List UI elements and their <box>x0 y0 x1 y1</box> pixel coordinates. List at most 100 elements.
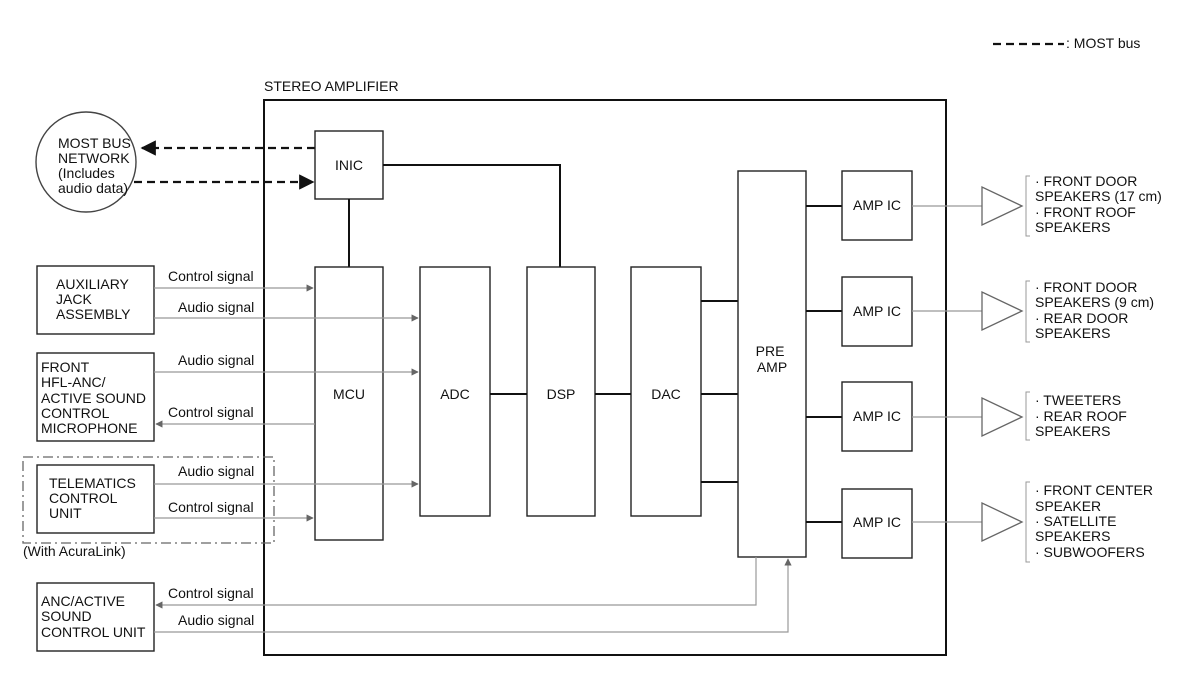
anc-unit-label: ANC/ACTIVE SOUND CONTROL UNIT <box>41 593 146 640</box>
speaker-2-label: · FRONT DOOR SPEAKERS (9 cm) · REAR DOOR… <box>1035 279 1158 341</box>
inic-label: INIC <box>335 157 363 173</box>
speaker-1-line-1: · FRONT DOOR <box>1035 173 1137 189</box>
adc-block <box>419 266 491 517</box>
speaker-1-line-3: · FRONT ROOF <box>1035 204 1136 220</box>
mic-line-1: FRONT <box>41 359 90 375</box>
mcu-label: MCU <box>333 386 365 402</box>
speaker-3-line-2: · REAR ROOF <box>1035 408 1127 424</box>
amp-ic-3: AMP IC <box>806 381 913 452</box>
aux-line-3: ASSEMBLY <box>56 306 131 322</box>
speaker-2-line-4: SPEAKERS <box>1035 325 1110 341</box>
dsp-label: DSP <box>547 386 576 402</box>
speaker-4-bracket <box>1025 481 1030 563</box>
telematics-control-signal-label: Control signal <box>168 499 254 515</box>
telematics-unit-box <box>36 464 155 534</box>
speaker-2-line-1: · FRONT DOOR <box>1035 279 1137 295</box>
speaker-4-line-1: · FRONT CENTER <box>1035 482 1153 498</box>
aux-line-2: JACK <box>56 291 92 307</box>
amp-ic-4: AMP IC <box>806 488 913 559</box>
speaker-1-bracket <box>1025 175 1030 237</box>
most-network-line-1: MOST BUS <box>58 135 131 151</box>
speaker-1-label: · FRONT DOOR SPEAKERS (17 cm) · FRONT RO… <box>1035 173 1166 235</box>
dsp-block <box>526 266 596 517</box>
preamp-label: PRE AMP <box>756 343 789 375</box>
amplifier-title: STEREO AMPLIFIER <box>264 78 399 94</box>
amp-ic-1: AMP IC <box>806 170 913 241</box>
amp-ic-2-block <box>841 276 913 347</box>
speaker-4-line-4: SPEAKERS <box>1035 528 1110 544</box>
adc-label: ADC <box>440 386 470 402</box>
speaker-4-line-2: SPEAKER <box>1035 498 1101 514</box>
telematics-line-3: UNIT <box>49 505 82 521</box>
amp-ic-3-label: AMP IC <box>853 408 901 424</box>
speaker-4-icon <box>981 501 1024 543</box>
mic-line-2: HFL-ANC/ <box>41 374 106 390</box>
speaker-1-line-2: SPEAKERS (17 cm) <box>1035 188 1162 204</box>
front-microphone-label: FRONT HFL-ANC/ ACTIVE SOUND CONTROL MICR… <box>41 359 150 436</box>
speaker-4-label: · FRONT CENTER SPEAKER · SATELLITE SPEAK… <box>1035 482 1157 560</box>
amp-ic-4-label: AMP IC <box>853 514 901 530</box>
dac-label: DAC <box>651 386 681 402</box>
mic-line-5: MICROPHONE <box>41 420 137 436</box>
inic-dsp-link <box>383 164 561 267</box>
telematics-note: (With AcuraLink) <box>23 543 126 559</box>
amp-ic-1-block <box>841 170 913 241</box>
mic-audio-signal-label: Audio signal <box>178 352 254 368</box>
mic-line-3: ACTIVE SOUND <box>41 390 146 406</box>
aux-line-1: AUXILIARY <box>56 276 130 292</box>
speaker-output-4: · FRONT CENTER SPEAKER · SATELLITE SPEAK… <box>912 481 1157 563</box>
telematics-line-2: CONTROL <box>49 490 118 506</box>
telematics-optional-frame <box>22 456 275 544</box>
preamp-label-line-1: PRE <box>756 343 785 359</box>
dac-block <box>630 266 702 517</box>
stereo-amplifier-box <box>263 99 947 656</box>
speaker-3-line-1: · TWEETERS <box>1035 392 1121 408</box>
most-network-line-2: NETWORK <box>58 150 130 166</box>
speaker-2-line-3: · REAR DOOR <box>1035 310 1128 326</box>
speaker-output-1: · FRONT DOOR SPEAKERS (17 cm) · FRONT RO… <box>912 173 1166 237</box>
speaker-1-line-4: SPEAKERS <box>1035 219 1110 235</box>
speaker-4-line-3: · SATELLITE <box>1035 513 1116 529</box>
speaker-4-line-5: · SUBWOOFERS <box>1035 544 1145 560</box>
aux-control-signal-label: Control signal <box>168 268 254 284</box>
speaker-3-label: · TWEETERS · REAR ROOF SPEAKERS <box>1035 392 1131 439</box>
most-network-line-4: audio data) <box>58 180 128 196</box>
speaker-2-icon <box>981 290 1024 332</box>
anc-line-3: CONTROL UNIT <box>41 624 146 640</box>
most-network-label: MOST BUS NETWORK (Includes audio data) <box>58 135 135 196</box>
speaker-2-line-2: SPEAKERS (9 cm) <box>1035 294 1154 310</box>
anc-line-1: ANC/ACTIVE <box>41 593 125 609</box>
amp-ic-2-label: AMP IC <box>853 303 901 319</box>
speaker-3-icon <box>981 396 1024 438</box>
amp-ic-2: AMP IC <box>806 276 913 347</box>
auxiliary-jack-box <box>36 265 155 335</box>
legend-label: : MOST bus <box>1066 35 1140 51</box>
amp-ic-1-label: AMP IC <box>853 197 901 213</box>
speaker-2-bracket <box>1025 280 1030 343</box>
legend: : MOST bus <box>993 35 1140 51</box>
most-network-line-3: (Includes <box>58 165 115 181</box>
front-microphone-box <box>36 352 155 442</box>
telematics-audio-signal-label: Audio signal <box>178 463 254 479</box>
speaker-output-3: · TWEETERS · REAR ROOF SPEAKERS <box>912 391 1131 441</box>
mcu-block <box>314 266 384 541</box>
amp-ic-4-block <box>841 488 913 559</box>
anc-control-signal-label: Control signal <box>168 585 254 601</box>
telematics-line-1: TELEMATICS <box>49 475 136 491</box>
amp-ic-3-block <box>841 381 913 452</box>
anc-audio-signal-line <box>154 558 792 633</box>
anc-audio-signal-label: Audio signal <box>178 612 254 628</box>
anc-control-signal-line <box>155 557 757 609</box>
anc-control-unit-box <box>36 582 155 652</box>
mic-control-signal-label: Control signal <box>168 404 254 420</box>
telematics-label: TELEMATICS CONTROL UNIT <box>49 475 140 521</box>
preamp-label-line-2: AMP <box>757 359 787 375</box>
speaker-output-2: · FRONT DOOR SPEAKERS (9 cm) · REAR DOOR… <box>912 279 1158 343</box>
speaker-3-line-3: SPEAKERS <box>1035 423 1110 439</box>
preamp-block <box>737 170 807 558</box>
anc-line-2: SOUND <box>41 608 92 624</box>
most-bus-network-circle <box>35 111 137 213</box>
aux-audio-signal-label: Audio signal <box>178 299 254 315</box>
mic-line-4: CONTROL <box>41 405 110 421</box>
